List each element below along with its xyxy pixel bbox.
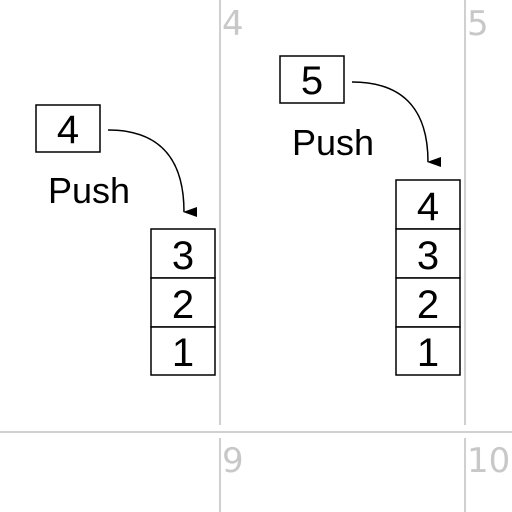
panel-number-10: 10 [467, 441, 510, 481]
stack-cell-value: 1 [417, 331, 439, 375]
stack-cell [395, 277, 461, 328]
panel-5: 5 Push 4 3 2 1 [279, 55, 461, 376]
stack-cell [395, 179, 461, 230]
stack-cell-value: 3 [172, 234, 194, 278]
panel-number-9: 9 [222, 441, 244, 481]
stack-cell-value: 1 [172, 331, 194, 375]
panel-number-5: 5 [467, 4, 489, 44]
stack-cell [150, 277, 216, 328]
stack-cell [395, 326, 461, 376]
stack-cell-value: 3 [417, 234, 439, 278]
stack-cell [150, 326, 216, 376]
stack-cell [395, 228, 461, 279]
push-label: Push [292, 122, 374, 163]
pushed-value: 4 [57, 108, 79, 152]
panel-number-4: 4 [222, 4, 244, 44]
cropped-panel-mark: · [0, 439, 3, 479]
stack-cell-value: 2 [417, 283, 439, 327]
stack-cell [150, 228, 216, 279]
push-arrow [107, 129, 198, 217]
panel-4: 4 Push 3 2 1 [35, 104, 216, 376]
push-label: Push [48, 170, 130, 211]
stack-cell-value: 4 [417, 185, 439, 229]
stack-cell-value: 2 [172, 283, 194, 327]
push-arrow [351, 81, 442, 167]
pushed-value-box [35, 104, 101, 153]
pushed-value-box [279, 55, 345, 104]
pushed-value: 5 [301, 59, 323, 103]
